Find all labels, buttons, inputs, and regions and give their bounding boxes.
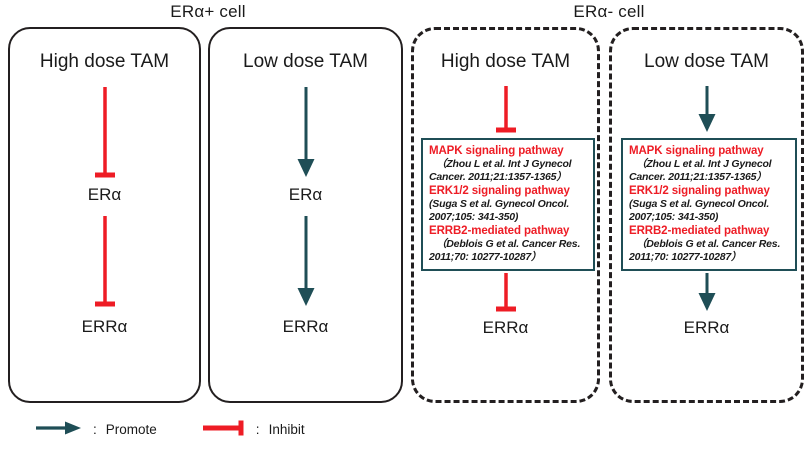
panel-1-edge-inhibit-1: [93, 87, 117, 179]
panel-1-dose-label: High dose TAM: [39, 51, 170, 72]
pathway-citation-erk12: (Suga S et al. Gynecol Oncol. 2007;105: …: [629, 198, 770, 223]
panel-4-edge-promote-1: [695, 86, 719, 134]
panel-2-edge-promote-1: [294, 87, 318, 179]
panel-2-edge-promote-2: [294, 216, 318, 308]
panel-4-node-erra: ERRα: [683, 318, 730, 337]
panel-3-edge-inhibit-2: [494, 273, 518, 313]
pathway-name-mapk: MAPK signaling pathway: [629, 145, 764, 157]
panel-4-edge-promote-2: [695, 273, 719, 313]
panel-4-dose-label: Low dose TAM: [644, 51, 769, 72]
pathway-name-erk12: ERK1/2 signaling pathway: [629, 185, 770, 197]
panel-2-node-erra: ERRα: [282, 317, 329, 336]
legend-label-promote: Promote: [105, 422, 157, 437]
pathway-citation-errb2: （Deblois G et al. Cancer Res. 2011;70: 1…: [429, 238, 581, 263]
panel-1-node-erra: ERRα: [81, 317, 128, 336]
panel-1-node-era: ERα: [87, 185, 122, 204]
pathway-box-low-dose: MAPK signaling pathway （Zhou L et al. In…: [621, 138, 797, 271]
pathway-name-mapk: MAPK signaling pathway: [429, 145, 564, 157]
pathway-citation-erk12: (Suga S et al. Gynecol Oncol. 2007;105: …: [429, 198, 570, 223]
pathway-name-erk12: ERK1/2 signaling pathway: [429, 185, 570, 197]
legend-colon-inhibit: :: [255, 422, 260, 437]
legend-label-inhibit: Inhibit: [268, 422, 305, 437]
group-header-era-negative: ERα- cell: [573, 2, 645, 21]
panel-era-positive-high-dose: High dose TAM ERα ERRα: [8, 27, 201, 403]
pathway-citation-errb2: （Deblois G et al. Cancer Res. 2011;70: 1…: [629, 238, 781, 263]
panel-era-negative-low-dose: Low dose TAM MAPK signaling pathway （Zho…: [609, 27, 804, 403]
panel-2-dose-label: Low dose TAM: [243, 51, 368, 72]
panel-2-node-era: ERα: [288, 185, 323, 204]
pathway-name-errb2: ERRB2-mediated pathway: [629, 225, 770, 237]
panel-era-negative-high-dose: High dose TAM MAPK signaling pathway （Zh…: [411, 27, 600, 403]
panel-1-edge-inhibit-2: [93, 216, 117, 308]
arrow-right-icon: [36, 420, 82, 439]
pathway-citation-mapk: （Zhou L et al. Int J Gynecol Cancer. 201…: [429, 158, 572, 183]
panel-3-node-erra: ERRα: [482, 318, 529, 337]
legend-item-inhibit: : Inhibit: [202, 420, 305, 439]
legend-colon-promote: :: [93, 422, 97, 437]
group-header-era-positive: ERα+ cell: [170, 2, 246, 21]
pathway-citation-mapk: （Zhou L et al. Int J Gynecol Cancer. 201…: [629, 158, 772, 183]
panel-3-edge-inhibit-1: [494, 86, 518, 134]
legend: : Promote : Inhibit: [36, 420, 305, 439]
panel-3-dose-label: High dose TAM: [440, 51, 571, 72]
pathway-box-high-dose: MAPK signaling pathway （Zhou L et al. In…: [421, 138, 595, 271]
legend-item-promote: : Promote: [36, 420, 157, 439]
t-bar-right-icon: [202, 420, 245, 439]
pathway-name-errb2: ERRB2-mediated pathway: [429, 225, 570, 237]
panel-era-positive-low-dose: Low dose TAM ERα ERRα: [208, 27, 403, 403]
